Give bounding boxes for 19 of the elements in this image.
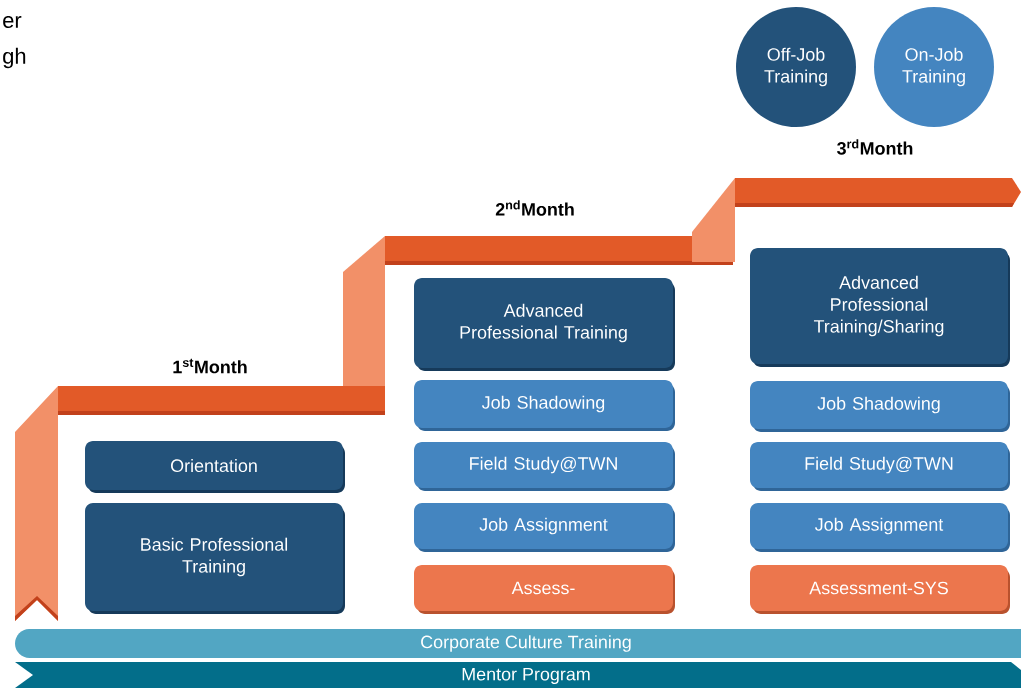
training-box: Assess- — [414, 565, 675, 614]
training-box: Field Study@TWN — [750, 442, 1010, 491]
text-fragment: gh — [3, 47, 26, 69]
program-band: Corporate Culture Training — [15, 629, 1021, 658]
training-box: Job Shadowing — [414, 380, 675, 431]
training-box: Job Shadowing — [750, 381, 1010, 432]
training-box: Field Study@TWN — [414, 442, 675, 491]
month-label: 1$^{st}$Month — [173, 358, 247, 374]
training-box: Job Assignment — [750, 503, 1010, 552]
training-box: Advanced Professional Training/Sharing — [750, 248, 1010, 367]
training-box: Orientation — [85, 441, 345, 493]
program-band: Mentor Program — [15, 662, 1021, 688]
month-label: 2$^{nd}$Month — [495, 200, 574, 216]
training-box: Assessment-SYS — [750, 565, 1010, 614]
month-label: 3$^{rd}$Month — [837, 139, 913, 155]
training-box: Basic Professional Training — [85, 503, 345, 614]
training-box: Job Assignment — [414, 503, 675, 552]
training-box: Advanced Professional Training — [414, 278, 675, 371]
text-fragment: er — [3, 16, 22, 28]
